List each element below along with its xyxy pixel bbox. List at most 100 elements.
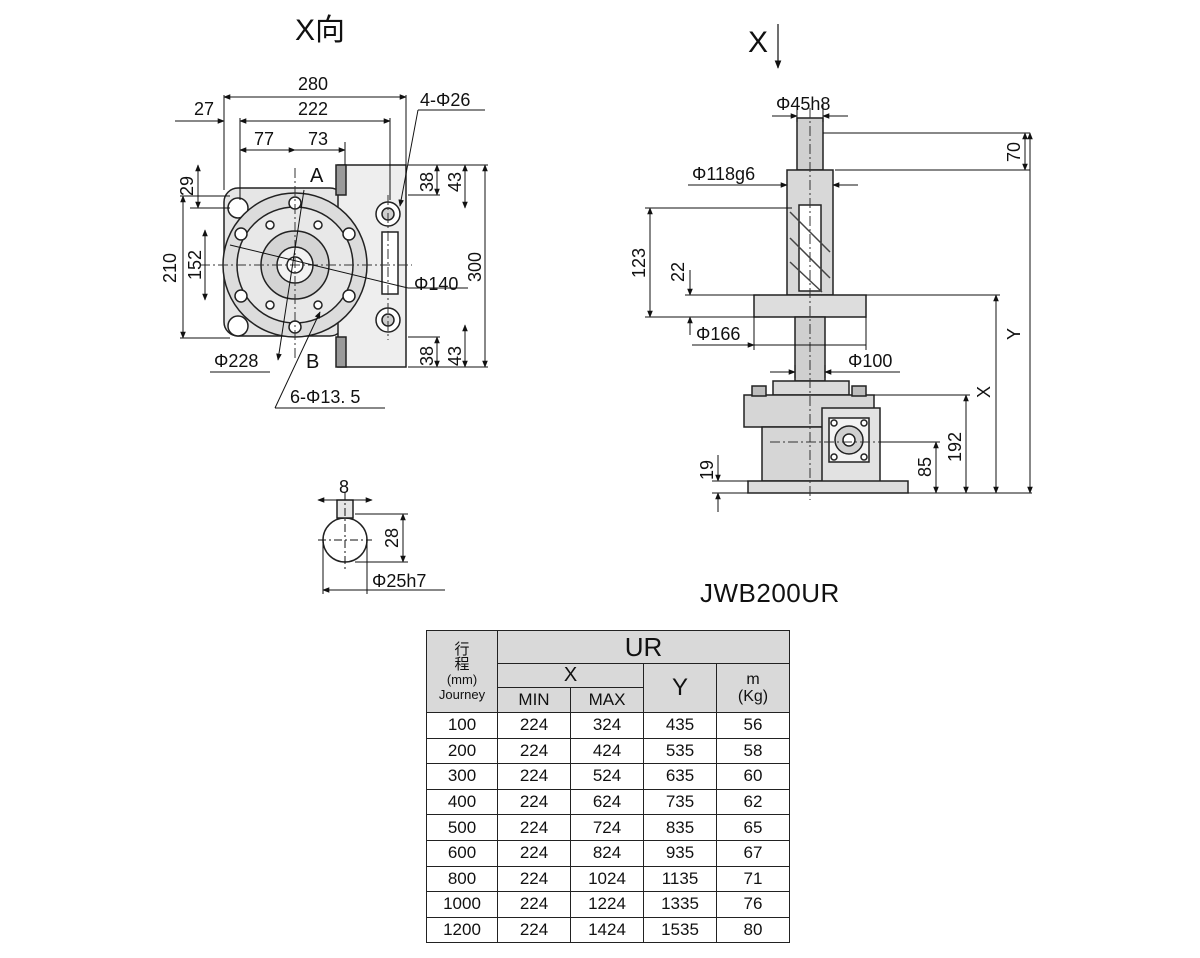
dim-70: 70 (1004, 142, 1024, 162)
shaft-detail: 8 28 Φ25h7 (317, 477, 445, 594)
dim-100: Φ100 (848, 351, 892, 371)
dim-19: 19 (697, 460, 717, 480)
table-cell: 1000 (426, 891, 498, 918)
table-cell: 635 (643, 763, 717, 790)
x-group-header: X (497, 663, 644, 688)
dim-38-top: 38 (417, 172, 437, 192)
table-cell: 724 (570, 814, 644, 841)
mass-label: m (746, 671, 760, 688)
journey-header: 行 程 (mm) Journey (426, 630, 498, 713)
table-cell: 800 (426, 865, 498, 893)
plan-view-title: X向 (295, 14, 345, 47)
table-cell: 224 (497, 839, 571, 867)
side-view-arrow-label: X (748, 26, 768, 59)
dim-77: 77 (254, 129, 274, 149)
min-header: MIN (497, 687, 571, 713)
table-cell: 62 (716, 788, 790, 816)
table-cell: 224 (497, 891, 571, 918)
dim-22: 22 (668, 262, 688, 282)
dim-73: 73 (308, 129, 328, 149)
table-cell: 224 (497, 865, 571, 893)
dim-shaft-8: 8 (339, 477, 349, 497)
table-cell: 65 (716, 814, 790, 841)
table-cell: 1224 (570, 891, 644, 918)
journey-unit: (mm) (446, 671, 478, 687)
table-cell: 67 (716, 839, 790, 867)
dim-29: 29 (177, 176, 197, 196)
table-cell: 500 (426, 814, 498, 841)
table-cell: 1424 (570, 916, 644, 944)
dim-43-top: 43 (445, 172, 465, 192)
plan-dimension-lines (175, 94, 488, 409)
dim-228: Φ228 (214, 351, 258, 371)
journey-label-en: Journey (438, 686, 486, 702)
table-cell: 935 (643, 839, 717, 867)
table-cell: 56 (716, 712, 790, 739)
dim-300: 300 (465, 252, 485, 282)
side-view-body (743, 117, 909, 494)
dim-140: Φ140 (414, 274, 458, 294)
model-number: JWB200UR (700, 578, 840, 608)
dim-shaft-25: Φ25h7 (372, 571, 426, 591)
dim-123: 123 (629, 248, 649, 278)
dim-85: 85 (915, 457, 935, 477)
table-cell: 424 (570, 737, 644, 765)
table-cell: 324 (570, 712, 644, 739)
dim-4-holes: 4-Φ26 (420, 90, 470, 110)
table-cell: 76 (716, 891, 790, 918)
table-cell: 835 (643, 814, 717, 841)
dim-222: 222 (298, 99, 328, 119)
table-cell: 58 (716, 737, 790, 765)
y-header: Y (643, 663, 717, 713)
journey-label-zh: 行 程 (454, 640, 470, 673)
plan-view-body (222, 164, 407, 368)
table-cell: 200 (426, 737, 498, 765)
spec-table: 行 程 (mm) Journey UR X Y m (Kg) MIN MAX 1… (426, 630, 790, 944)
side-view: X (629, 24, 1033, 512)
table-cell: 624 (570, 788, 644, 816)
dim-27: 27 (194, 99, 214, 119)
mass-header: m (Kg) (716, 663, 790, 713)
table-cell: 1024 (570, 865, 644, 893)
table-cell: 735 (643, 788, 717, 816)
side-center-lines (770, 108, 900, 500)
dim-152: 152 (185, 250, 205, 280)
table-cell: 224 (497, 737, 571, 765)
table-cell: 1535 (643, 916, 717, 944)
table-cell: 824 (570, 839, 644, 867)
label-a: A (310, 165, 324, 187)
table-cell: 100 (426, 712, 498, 739)
dim-label-y: Y (1004, 328, 1024, 340)
table-cell: 1200 (426, 916, 498, 944)
ur-group-header: UR (497, 630, 790, 664)
table-cell: 535 (643, 737, 717, 765)
table-cell: 224 (497, 916, 571, 944)
table-cell: 524 (570, 763, 644, 790)
table-cell: 80 (716, 916, 790, 944)
table-cell: 71 (716, 865, 790, 893)
mass-unit: (Kg) (737, 688, 769, 705)
dim-label-x: X (974, 386, 994, 398)
table-cell: 60 (716, 763, 790, 790)
table-cell: 435 (643, 712, 717, 739)
dim-43-bottom: 43 (445, 346, 465, 366)
table-cell: 1135 (643, 865, 717, 893)
max-header: MAX (570, 687, 644, 713)
dim-280: 280 (298, 74, 328, 94)
table-cell: 1335 (643, 891, 717, 918)
dim-210: 210 (160, 253, 180, 283)
table-cell: 600 (426, 839, 498, 867)
plan-view: X向 (160, 14, 488, 409)
table-cell: 224 (497, 763, 571, 790)
table-cell: 224 (497, 814, 571, 841)
plan-center-lines (200, 168, 412, 360)
